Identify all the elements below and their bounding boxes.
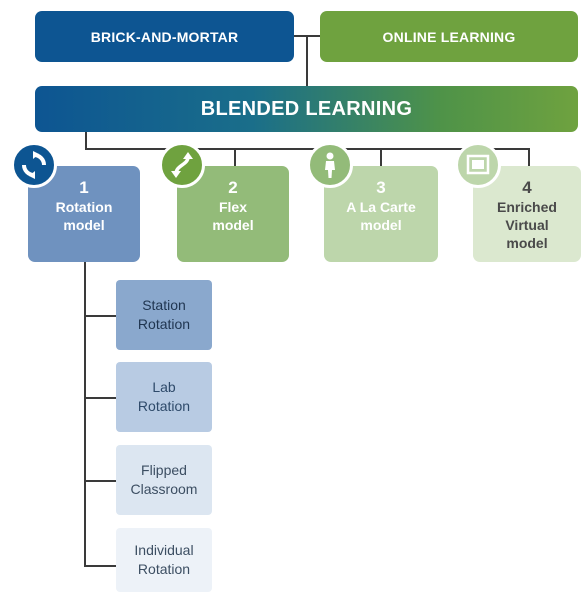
model-enriched-virtual-box: 4 Enriched Virtual model bbox=[473, 166, 581, 262]
model-number: 2 bbox=[228, 178, 238, 197]
model-number: 1 bbox=[79, 178, 89, 197]
model-label-line: Virtual bbox=[505, 217, 549, 233]
station-rotation-box: Station Rotation bbox=[116, 280, 212, 350]
model-label-line: model bbox=[212, 217, 254, 233]
rotation-type-label: Individual bbox=[134, 542, 194, 558]
brick-and-mortar-label: BRICK-AND-MORTAR bbox=[90, 28, 239, 45]
connector-individual-rotation bbox=[84, 565, 116, 567]
rotation-type-label: Flipped bbox=[141, 462, 187, 478]
individual-rotation-box: Individual Rotation bbox=[116, 528, 212, 592]
flex-arrow-icon bbox=[159, 142, 205, 188]
connector-rotation-vertical bbox=[84, 262, 86, 567]
rotation-type-label: Rotation bbox=[137, 398, 191, 414]
lab-rotation-box: Lab Rotation bbox=[116, 362, 212, 432]
model-label-line: model bbox=[63, 217, 105, 233]
screen-icon bbox=[455, 142, 501, 188]
connector-model-2 bbox=[234, 148, 236, 166]
rotation-type-label: Rotation bbox=[137, 316, 191, 332]
connector-top-vertical bbox=[306, 35, 308, 87]
connector-model-1 bbox=[85, 131, 87, 150]
model-flex-box: 2 Flex model bbox=[177, 166, 289, 262]
connector-station-rotation bbox=[84, 315, 116, 317]
online-learning-box: ONLINE LEARNING bbox=[320, 11, 578, 62]
model-label-line: A La Carte bbox=[346, 199, 416, 215]
brick-and-mortar-box: BRICK-AND-MORTAR bbox=[35, 11, 294, 62]
connector-model-4 bbox=[528, 148, 530, 166]
rotation-type-label: Lab bbox=[152, 379, 176, 395]
model-label-line: model bbox=[506, 235, 548, 251]
rotation-type-label: Classroom bbox=[130, 481, 198, 497]
model-label-line: Flex bbox=[218, 199, 247, 215]
connector-lab-rotation bbox=[84, 397, 116, 399]
model-number: 4 bbox=[522, 178, 532, 197]
model-label-line: Enriched bbox=[497, 199, 557, 215]
blended-learning-bar: BLENDED LEARNING bbox=[35, 86, 578, 132]
model-number: 3 bbox=[376, 178, 386, 197]
person-icon bbox=[307, 142, 353, 188]
flipped-classroom-box: Flipped Classroom bbox=[116, 445, 212, 515]
rotation-type-label: Station bbox=[142, 297, 186, 313]
model-a-la-carte-box: 3 A La Carte model bbox=[324, 166, 438, 262]
model-label-line: model bbox=[360, 217, 402, 233]
connector-flipped-classroom bbox=[84, 480, 116, 482]
rotation-type-label: Rotation bbox=[137, 561, 191, 577]
connector-models-horizontal bbox=[85, 148, 530, 150]
model-label-line: Rotation bbox=[55, 199, 113, 215]
blended-learning-label: BLENDED LEARNING bbox=[200, 97, 413, 120]
connector-model-3 bbox=[380, 148, 382, 166]
rotation-arrows-icon bbox=[11, 142, 57, 188]
online-learning-label: ONLINE LEARNING bbox=[382, 28, 516, 45]
